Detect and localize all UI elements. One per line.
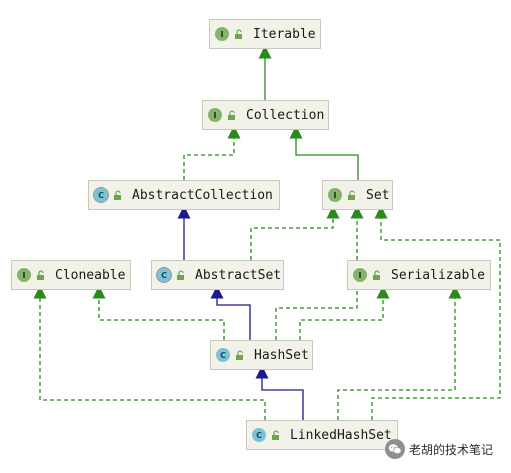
node-abstract-set[interactable]: C AbstractSet (151, 260, 284, 290)
node-label: Collection (246, 107, 325, 123)
unlocked-icon (373, 270, 380, 280)
class-icon: C (252, 428, 266, 442)
node-label: AbstractCollection (132, 187, 273, 203)
node-iterable[interactable]: I Iterable (209, 19, 321, 49)
node-label: Serializable (391, 267, 485, 283)
edge-set-collection (289, 125, 359, 180)
unlocked-icon (272, 430, 279, 440)
node-label: AbstractSet (195, 267, 282, 283)
edge-abstractset-set (250, 205, 340, 260)
node-serializable[interactable]: I Serializable (347, 260, 491, 290)
node-label: LinkedHashSet (290, 427, 392, 443)
node-linked-hash-set[interactable]: C LinkedHashSet (246, 420, 398, 450)
node-label: HashSet (254, 347, 309, 363)
edge-abstractcollection-collection (183, 125, 241, 180)
watermark: 老胡的技术笔记 (385, 438, 493, 460)
node-cloneable[interactable]: I Cloneable (11, 260, 131, 290)
node-label: Iterable (253, 26, 316, 42)
node-label: Cloneable (55, 267, 126, 283)
interface-icon: I (215, 27, 229, 41)
interface-icon: I (17, 268, 31, 282)
wechat-logo-icon (385, 439, 405, 459)
unlocked-icon (348, 190, 355, 200)
abstract-class-icon: C (157, 268, 171, 282)
interface-icon: I (208, 108, 222, 122)
unlocked-icon (37, 270, 44, 280)
edge-linkedhashset-hashset (255, 365, 304, 420)
edge-hashset-cloneable (92, 285, 225, 340)
unlocked-icon (228, 110, 235, 120)
edge-linkedhashset-set (371, 205, 501, 420)
node-set[interactable]: I Set (322, 180, 393, 210)
node-hash-set[interactable]: C HashSet (210, 340, 313, 370)
edge-linkedhashset-serializable (337, 285, 462, 420)
class-icon: C (216, 348, 230, 362)
watermark-text: 老胡的技术笔记 (409, 442, 494, 457)
edge-hashset-abstractset (210, 285, 251, 340)
unlocked-icon (235, 29, 242, 39)
unlocked-icon (177, 270, 184, 280)
unlocked-icon (114, 190, 121, 200)
edge-linkedhashset-cloneable (33, 285, 266, 420)
node-label: Set (366, 187, 390, 203)
edge-hashset-serializable (299, 285, 390, 340)
edge-hashset-set (275, 205, 364, 340)
node-collection[interactable]: I Collection (202, 100, 329, 130)
interface-icon: I (328, 188, 342, 202)
abstract-class-icon: C (94, 188, 108, 202)
node-abstract-collection[interactable]: C AbstractCollection (88, 180, 280, 210)
interface-icon: I (353, 268, 367, 282)
unlocked-icon (236, 350, 243, 360)
